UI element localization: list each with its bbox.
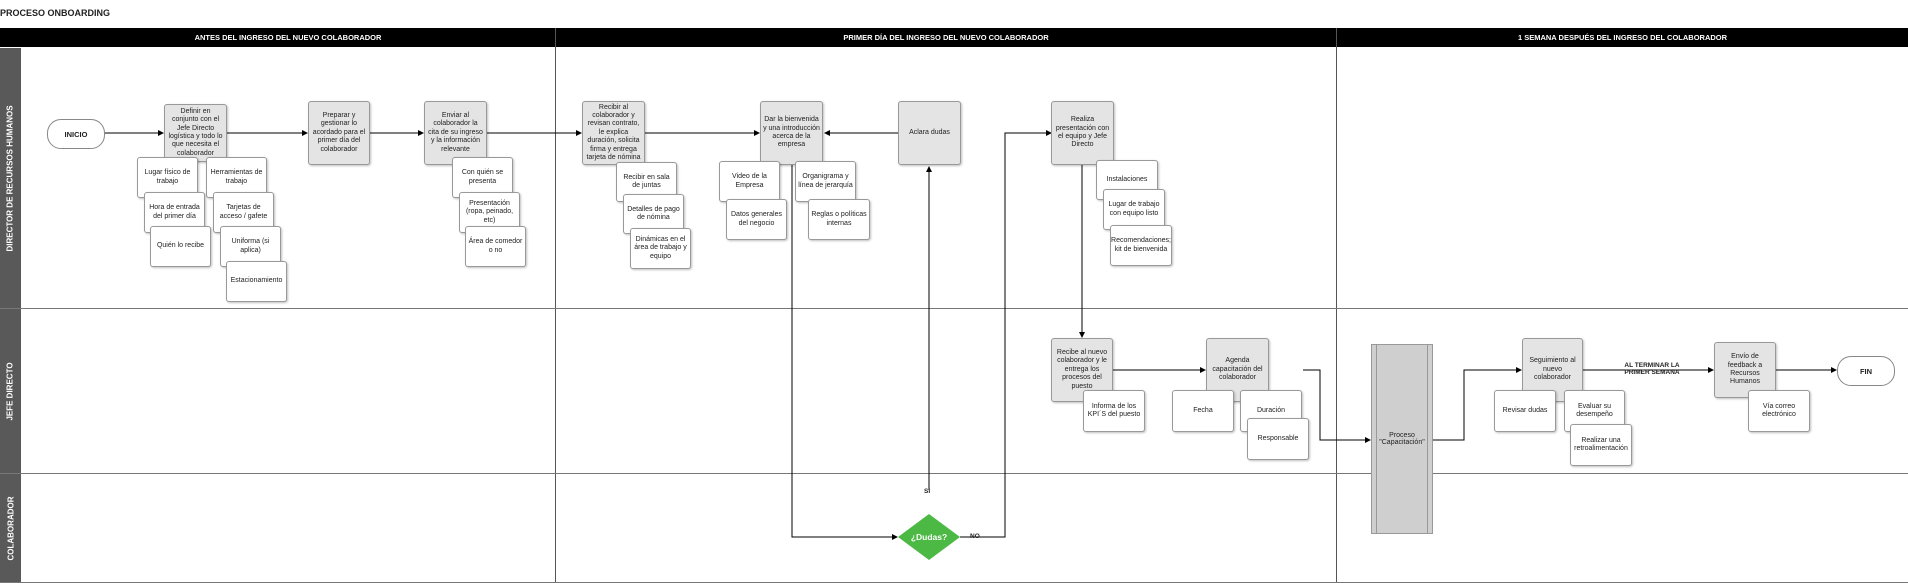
page-title: PROCESO ONBOARDING (0, 8, 111, 18)
lane-divider (0, 473, 1908, 474)
phase-header-before: ANTES DEL INGRESO DEL NUEVO COLABORADOR (21, 28, 555, 47)
step-enviar: Enviar al colaborador la cita de su ingr… (424, 101, 487, 165)
step-bienvenida: Dar la bienvenida y una introducción ace… (760, 101, 823, 165)
note-detalles-pago: Detalles de pago de nómina (623, 194, 684, 234)
start-terminal: INICIO (47, 119, 105, 149)
note-informa-kpis: Informa de los KPI´S del puesto (1083, 390, 1145, 432)
phase-divider (555, 28, 556, 583)
lane-label-colaborador: COLABORADOR (0, 474, 21, 583)
end-terminal: FIN (1837, 356, 1895, 386)
step-definir: Definir en conjunto con el Jefe Directo … (164, 104, 227, 162)
note-organigrama: Organigrama y línea de jerarquía (795, 161, 856, 202)
step-preparar: Preparar y gestionar lo acordado para el… (308, 101, 370, 165)
step-aclara-dudas: Aclara dudas (898, 101, 961, 165)
note-revisar-dudas: Revisar dudas (1494, 390, 1556, 432)
edge-label-no: NO (970, 533, 980, 540)
note-con-quien: Con quién se presenta (452, 157, 513, 198)
lane-label-rh: DIRECTOR DE RECURSOS HUMANOS (0, 48, 21, 308)
note-video: Video de la Empresa (719, 161, 780, 202)
note-area-comedor: Área de comedor o no (465, 226, 526, 267)
note-lugar-equipo: Lugar de trabajo con equipo listo (1103, 189, 1165, 230)
step-recibir: Recibir al colaborador y revisan contrat… (582, 101, 645, 165)
note-reglas: Reglas o políticas internas (808, 199, 870, 240)
lane-divider (0, 308, 1908, 309)
step-proceso-capacitacion: Proceso "Capacitación" (1371, 344, 1433, 534)
decision-question: ¿Dudas? (910, 532, 948, 542)
note-retroalimentacion: Realizar una retroalimentación (1570, 424, 1632, 466)
edge-label-al-terminar: AL TERMINAR LA PRIMER SEMANA (1624, 362, 1680, 377)
step-feedback: Envío de feedback a Recursos Humanos (1714, 342, 1776, 398)
note-fecha: Fecha (1172, 390, 1234, 432)
note-responsable: Responsable (1247, 418, 1309, 460)
note-datos-generales: Datos generales del negocio (726, 199, 787, 240)
phase-header-week-after: 1 SEMANA DESPUÉS DEL INGRESO DEL COLABOR… (1337, 28, 1908, 47)
note-uniforma: Uniforma (si aplica) (220, 226, 281, 267)
edge-label-yes: SI (924, 488, 931, 495)
note-estacionamiento: Estacionamiento (226, 261, 287, 302)
phase-divider (1336, 28, 1337, 583)
phase-header-corner (0, 28, 21, 47)
note-dinamicas: Dinámicas en el área de trabajo y equipo (630, 228, 691, 269)
note-via-correo: Vía correo electrónico (1748, 390, 1810, 432)
decision-dudas (898, 514, 960, 560)
step-presentacion: Realiza presentación con el equipo y Jef… (1051, 101, 1114, 165)
note-herramientas: Herramientas de trabajo (206, 157, 267, 198)
phase-header-first-day: PRIMER DÍA DEL INGRESO DEL NUEVO COLABOR… (556, 28, 1336, 47)
lane-label-jefe: JEFE DIRECTO (0, 309, 21, 473)
note-recomendaciones: Recomendaciones; kit de bienvenida (1110, 225, 1172, 266)
note-quien-recibe: Quién lo recibe (150, 226, 211, 267)
